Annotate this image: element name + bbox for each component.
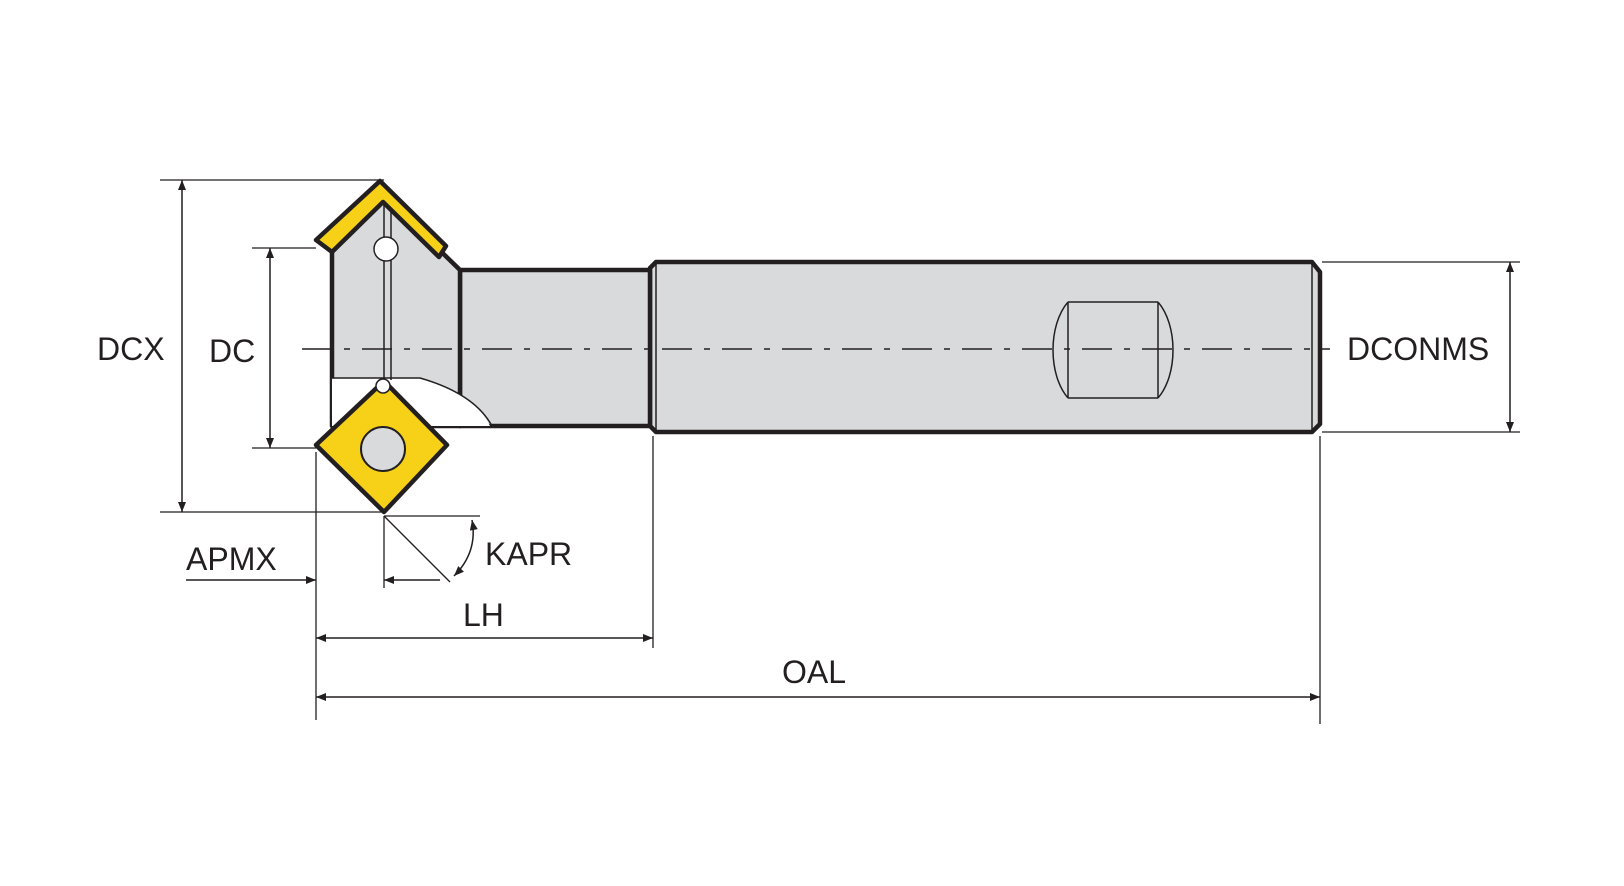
apmx-label: APMX bbox=[186, 541, 277, 577]
insert-hole bbox=[360, 426, 406, 472]
dcx-dimension: DCX bbox=[97, 179, 384, 513]
dc-dimension: DC bbox=[209, 247, 316, 449]
lh-label: LH bbox=[463, 597, 504, 633]
top-insert bbox=[313, 178, 449, 260]
dconms-label: DCONMS bbox=[1347, 331, 1489, 367]
shank bbox=[647, 259, 1323, 435]
dcx-label: DCX bbox=[97, 331, 165, 367]
apmx-dimension: APMX bbox=[186, 452, 440, 720]
lh-dimension: LH bbox=[316, 436, 654, 648]
oal-label: OAL bbox=[782, 654, 846, 690]
kapr-label: KAPR bbox=[485, 536, 572, 572]
neck bbox=[457, 267, 653, 429]
shank-flat bbox=[1052, 301, 1174, 399]
dc-label: DC bbox=[209, 333, 255, 369]
oal-dimension: OAL bbox=[316, 436, 1321, 724]
screw-head bbox=[373, 236, 399, 262]
dconms-dimension: DCONMS bbox=[1322, 261, 1520, 433]
kapr-dimension: KAPR bbox=[383, 515, 572, 583]
insert-screw-top bbox=[375, 378, 391, 394]
